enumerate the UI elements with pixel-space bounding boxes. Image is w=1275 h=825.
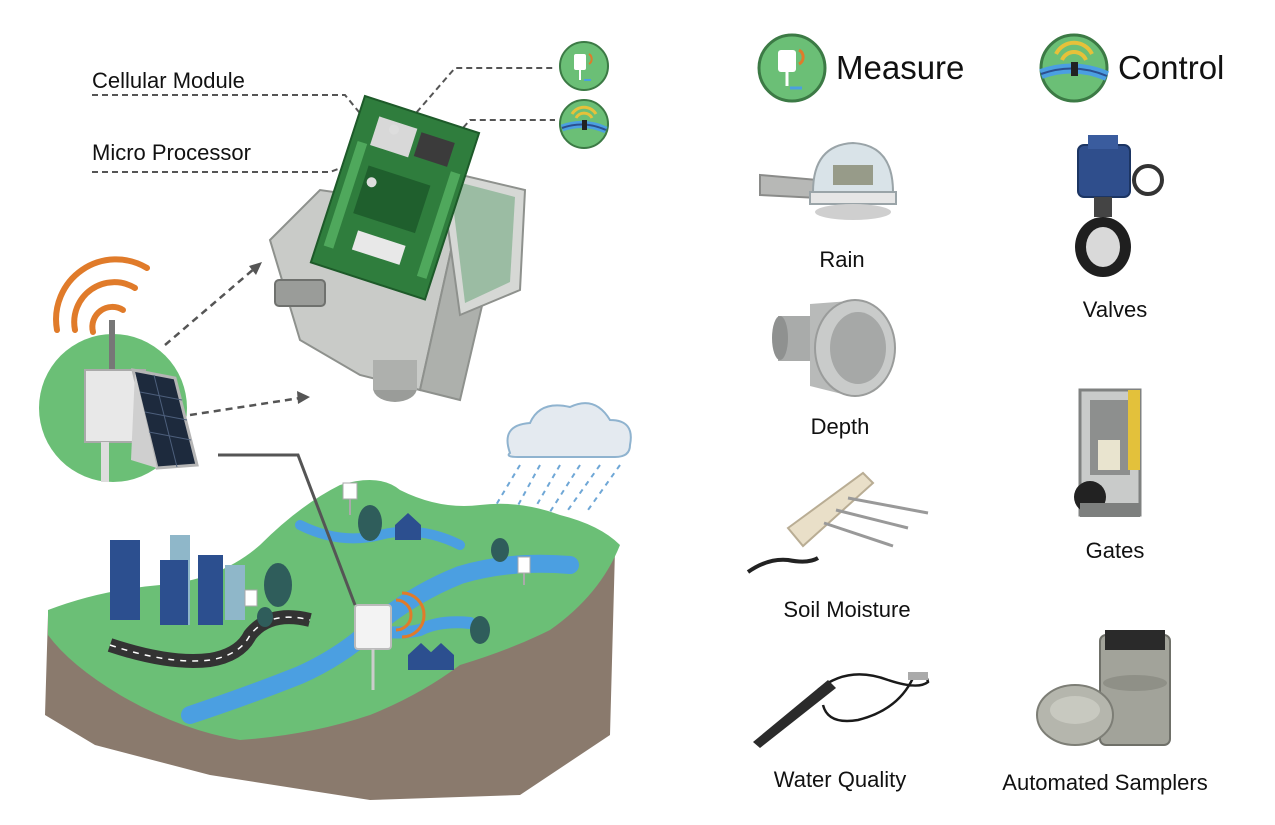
measure-item-water-quality: Water Quality <box>773 767 907 792</box>
water-quality-probe-image <box>753 672 930 748</box>
cellular-module-label: Cellular Module <box>92 68 245 93</box>
soil-moisture-probe-image <box>746 471 929 574</box>
sensor-station-icons <box>244 482 531 690</box>
control-icon <box>1039 33 1109 103</box>
valve-image <box>1075 135 1164 277</box>
measure-item-depth: Depth <box>810 414 870 439</box>
controller-enclosure <box>268 94 527 402</box>
city-buildings-icon <box>110 535 245 625</box>
control-item-automated-samplers: Automated Samplers <box>1002 770 1208 795</box>
control-badge-small-icon <box>559 99 609 149</box>
depth-sensor-image <box>772 299 896 397</box>
control-header: Control <box>1118 49 1225 86</box>
measure-icon <box>757 33 827 103</box>
sensor-node-illustration <box>39 256 199 482</box>
measure-badge-small-icon <box>559 41 609 91</box>
measure-header: Measure <box>836 49 965 86</box>
micro-processor-label: Micro Processor <box>92 140 251 165</box>
measure-item-rain: Rain <box>819 247 865 272</box>
automated-sampler-image <box>1036 630 1171 746</box>
gate-image <box>1074 388 1142 517</box>
rain-cloud-icon <box>489 402 632 521</box>
control-item-gates: Gates <box>1085 538 1145 563</box>
measure-item-soil-moisture: Soil Moisture <box>783 597 911 622</box>
watershed-landscape <box>45 402 632 800</box>
rain-gauge-image <box>759 141 897 220</box>
control-item-valves: Valves <box>1082 297 1148 322</box>
